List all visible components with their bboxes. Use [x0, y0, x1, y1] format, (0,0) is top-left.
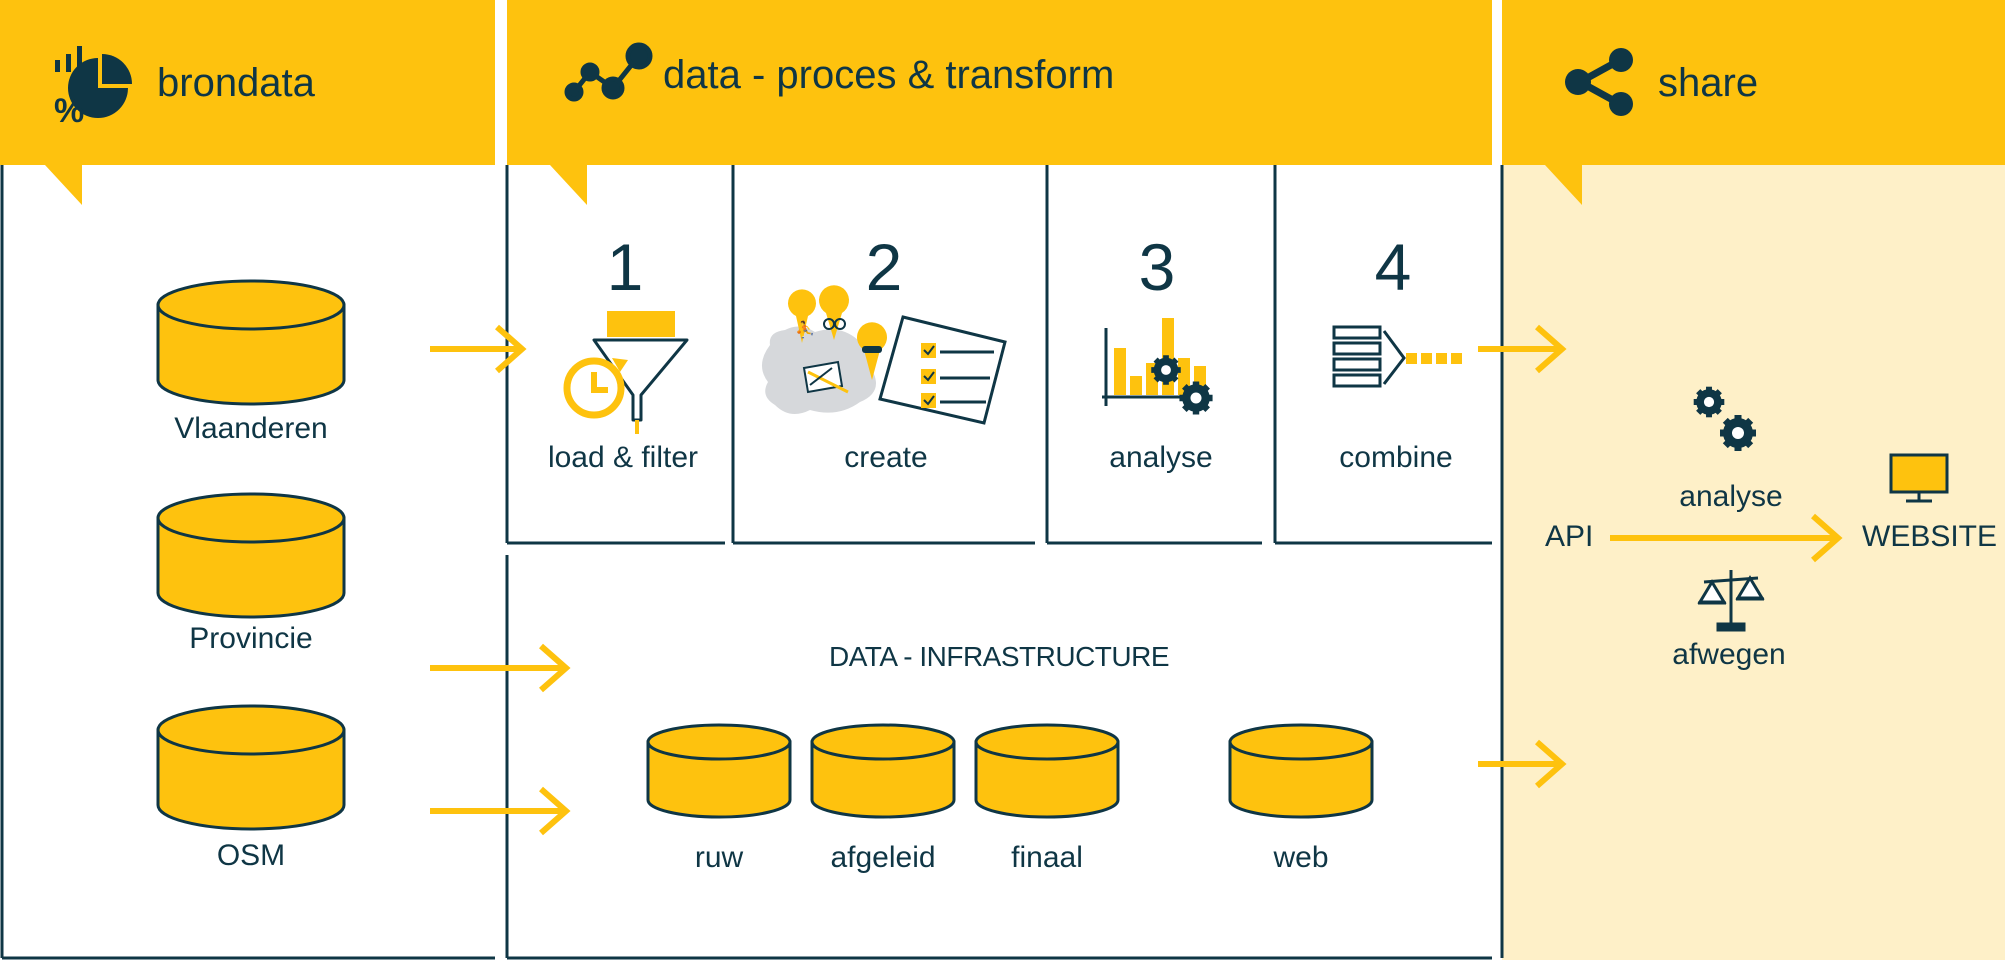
- infra-database-3: finaal: [974, 723, 1120, 874]
- flow-arrows: [430, 324, 1843, 836]
- share-analyse-label: analyse: [1679, 480, 1782, 513]
- step-2-number: 2: [866, 230, 903, 304]
- step-3-label: analyse: [1109, 441, 1212, 474]
- infra-database-2: afgeleid: [810, 723, 956, 874]
- infra-database-4: web: [1228, 723, 1374, 874]
- infra-database-3-label: finaal: [1011, 841, 1083, 874]
- step-4-number: 4: [1375, 230, 1412, 304]
- source-database-1-label: Vlaanderen: [174, 412, 327, 445]
- infra-database-1: ruw: [646, 723, 792, 874]
- line-graph-icon: [564, 42, 653, 102]
- source-database-2-label: Provincie: [189, 622, 312, 655]
- source-database-1: Vlaanderen: [156, 279, 346, 445]
- share-afwegen-label: afwegen: [1672, 638, 1785, 671]
- website-label: WEBSITE: [1862, 520, 1997, 553]
- source-database-2: Provincie: [156, 492, 346, 655]
- arrow-api-to-website: [1610, 513, 1843, 563]
- svg-text:%: %: [54, 92, 84, 130]
- arrow-web-to-share: [1478, 739, 1567, 789]
- infra-database-2-label: afgeleid: [830, 841, 935, 874]
- arrow-source-to-step1: [430, 324, 527, 374]
- share-icon: [1565, 48, 1633, 116]
- infra-database-1-label: ruw: [695, 841, 744, 874]
- proces-header: [507, 0, 1492, 165]
- svg-text:⛹: ⛹: [795, 320, 815, 339]
- bar-chart-gears-icon: [1102, 318, 1213, 415]
- api-label: API: [1545, 520, 1593, 553]
- step-1-label: load & filter: [548, 441, 698, 474]
- arrow-provincie-to-infra: [430, 643, 571, 693]
- arrow-osm-to-infra: [430, 786, 571, 836]
- map-checklist-icon: ⛹: [761, 285, 1007, 425]
- panel-borders: [0, 165, 1504, 960]
- share-header-pointer: [1545, 165, 1582, 205]
- brondata-title: brondata: [157, 61, 316, 105]
- brondata-header-pointer: [45, 165, 82, 205]
- share-panel-background: [1502, 165, 2005, 960]
- step-4-label: combine: [1339, 441, 1452, 474]
- infra-database-4-label: web: [1272, 841, 1328, 874]
- share-title: share: [1658, 61, 1758, 105]
- source-database-3-label: OSM: [217, 839, 285, 872]
- infrastructure-title: DATA - INFRASTRUCTURE: [829, 641, 1169, 672]
- step-3-number: 3: [1139, 230, 1176, 304]
- funnel-clock-icon: [563, 311, 689, 434]
- infrastructure-database-list: ruw afgeleid finaal web: [646, 723, 1374, 874]
- chart-percent-icon: %: [54, 46, 132, 130]
- step-1-number: 1: [607, 230, 644, 304]
- proces-title: data - proces & transform: [663, 53, 1114, 97]
- source-database-3: OSM: [156, 704, 346, 872]
- arrow-step4-to-share: [1478, 324, 1567, 374]
- proces-header-pointer: [550, 165, 587, 205]
- combine-list-icon: [1332, 325, 1462, 388]
- step-2-label: create: [844, 441, 927, 474]
- scales-icon: [1697, 570, 1765, 632]
- monitor-icon: [1889, 453, 1949, 503]
